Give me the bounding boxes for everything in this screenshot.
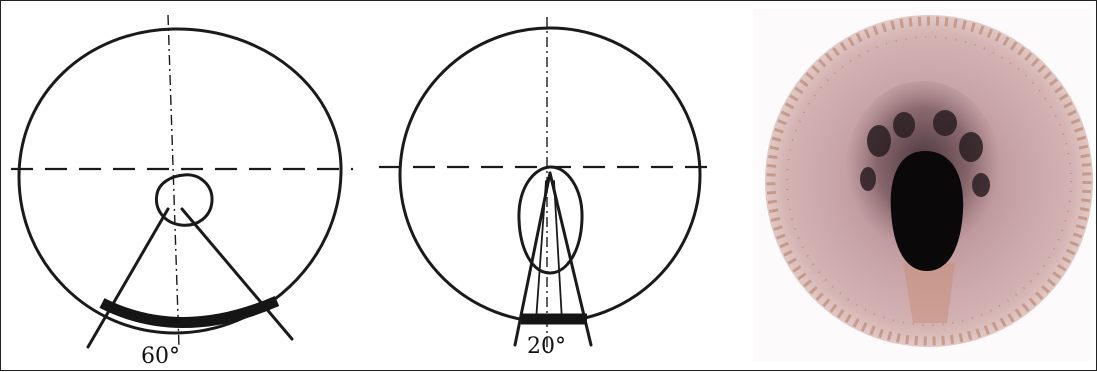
microscope-photo xyxy=(753,9,1093,361)
wide-aperture-diagram: 60° xyxy=(11,15,353,369)
left-inner-line xyxy=(536,181,546,321)
nucleus-outline xyxy=(156,175,212,225)
narrow-aperture-diagram: 20° xyxy=(379,17,717,359)
nucleus-outline xyxy=(519,167,582,273)
lens-outline xyxy=(19,29,341,333)
angle-band xyxy=(102,301,277,323)
angle-label: 60° xyxy=(141,344,180,369)
angle-label: 20° xyxy=(527,334,566,359)
dark-nucleus xyxy=(891,151,963,271)
vertical-axis xyxy=(168,15,179,347)
